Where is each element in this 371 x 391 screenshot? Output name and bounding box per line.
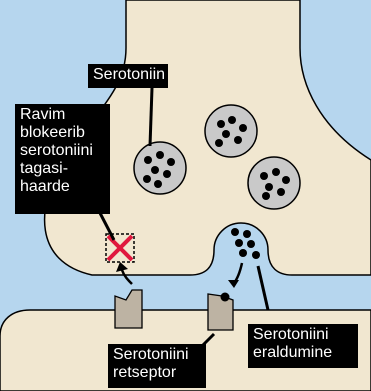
- vesicle: [248, 157, 300, 209]
- label-serotonin: Serotoniin: [88, 64, 168, 88]
- serotonin-receptor: [208, 294, 233, 330]
- label-drug-blocks-reuptake: Ravim blokeerib serotoniini tagasi- haar…: [15, 104, 110, 214]
- release-arrowhead: [228, 280, 239, 288]
- bound-serotonin: [221, 293, 230, 302]
- label-serotonin-receptor: Serotoniini retseptor: [108, 344, 206, 388]
- leader-release: [258, 266, 268, 310]
- reuptake-transporter: [115, 290, 142, 328]
- vesicle: [134, 142, 186, 194]
- label-serotonin-release: Serotoniini eraldumine: [248, 324, 358, 368]
- leader-serotonin: [150, 88, 152, 146]
- vesicle: [205, 105, 257, 157]
- released-serotonin: [231, 228, 260, 259]
